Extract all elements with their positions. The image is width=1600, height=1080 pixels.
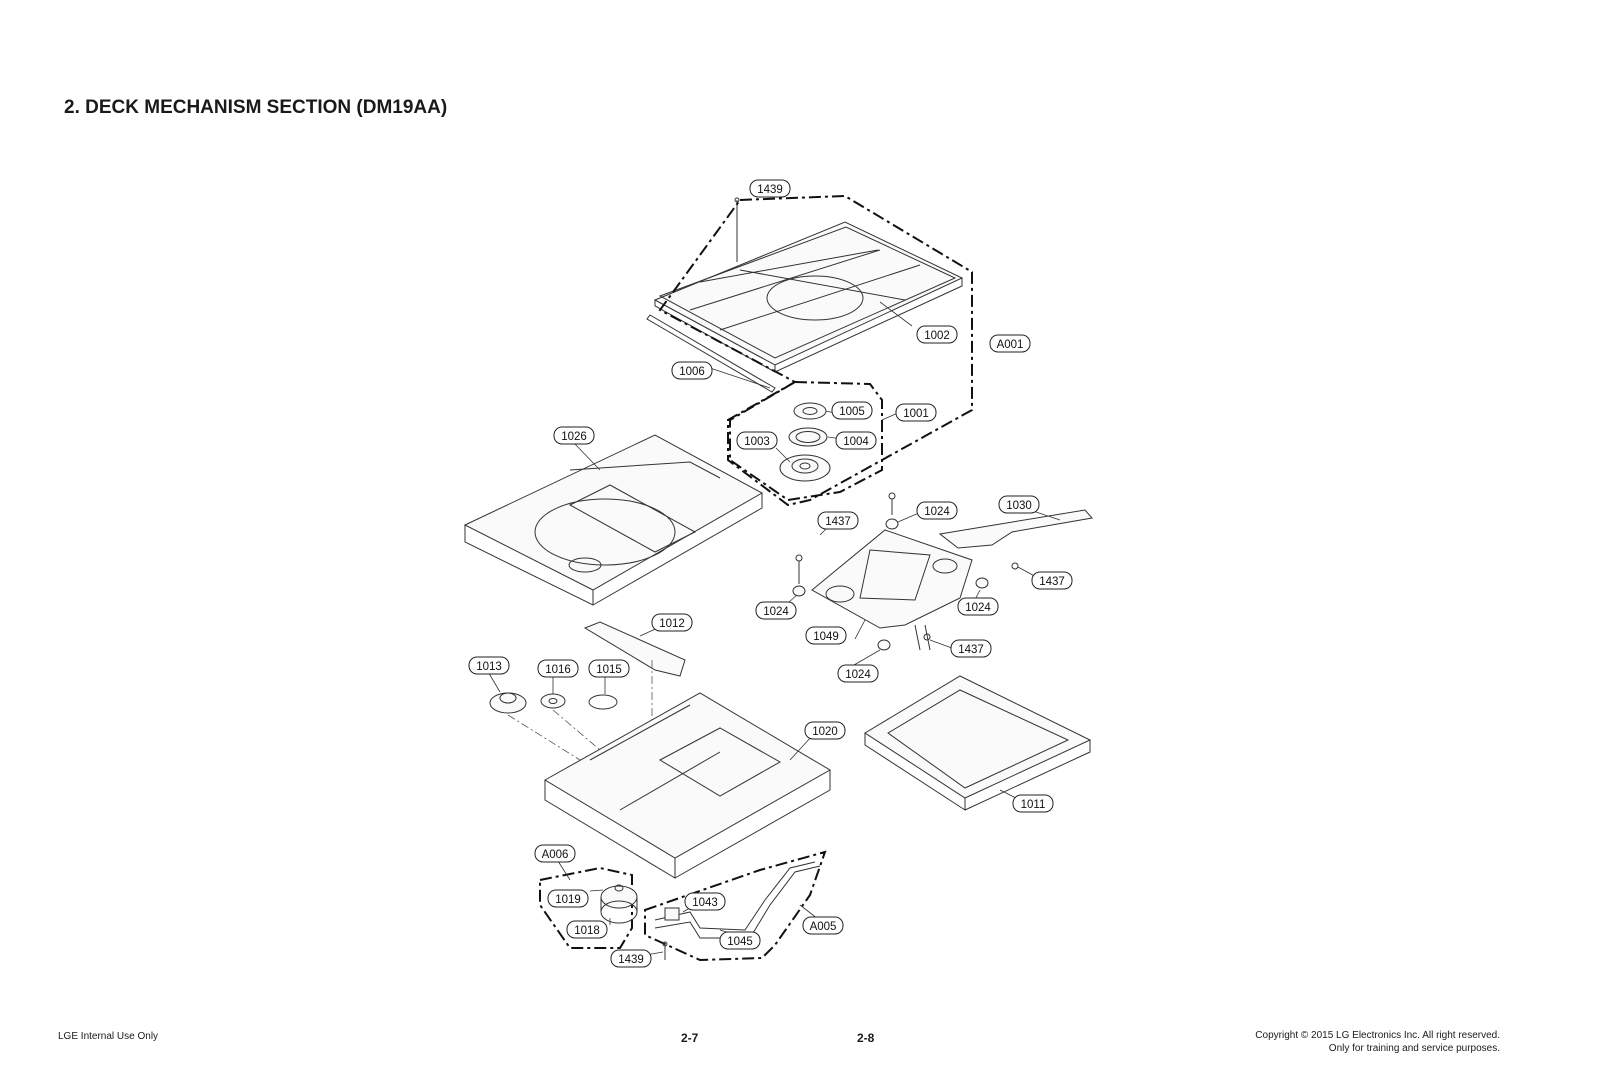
callout-1013: 1013 [468,656,510,675]
callout-1003: 1003 [736,431,778,450]
assembly-line [507,714,581,761]
flat-cable-1030 [938,509,1093,549]
main-frame-1020 [544,692,831,879]
svg-text:1026: 1026 [561,431,587,443]
callout-1043: 1043 [684,892,726,911]
svg-text:1437: 1437 [825,516,851,528]
disc-tray-1026 [463,434,764,606]
belt-1015 [588,694,618,710]
svg-text:1043: 1043 [692,897,718,909]
callout-1045: 1045 [719,931,761,950]
screws-1437 [795,492,1019,641]
callout-1049: 1049 [805,626,847,645]
callout-1024-a: 1024 [916,501,958,520]
callout-1026: 1026 [553,426,595,445]
callout-1437-a: 1437 [817,511,859,530]
svg-text:A001: A001 [997,339,1024,351]
screw-1439-top [734,197,740,262]
svg-text:1002: 1002 [924,330,950,342]
callout-1030: 1030 [998,495,1040,514]
callout-1002: 1002 [916,325,958,344]
svg-text:1015: 1015 [596,664,622,676]
svg-text:1006: 1006 [679,366,705,378]
callout-1024-b: 1024 [755,601,797,620]
svg-text:1437: 1437 [958,644,984,656]
page-title: 2. DECK MECHANISM SECTION (DM19AA) [64,97,448,118]
svg-text:1049: 1049 [813,631,839,643]
svg-text:1003: 1003 [744,436,770,448]
svg-text:A005: A005 [810,921,837,933]
top-cover-1002 [653,221,964,373]
page-number-left: 2-7 [681,1031,699,1045]
svg-text:1012: 1012 [659,618,685,630]
assembly-boundary-a001 [658,194,973,507]
copyright-line-2: Only for training and service purposes. [1328,1043,1500,1054]
callout-1001: 1001 [895,403,937,422]
callout-1004: 1004 [835,431,877,450]
slide-bar-1006 [646,314,776,393]
callout-a001: A001 [989,334,1031,353]
callout-1006: 1006 [671,361,713,380]
switch-board-1043-1045 [654,861,821,939]
callout-1437-b: 1437 [1031,571,1073,590]
svg-text:1018: 1018 [574,925,600,937]
callout-1012: 1012 [651,613,693,632]
svg-text:1001: 1001 [903,408,929,420]
rubber-bushes-1024 [792,518,989,651]
callout-1018: 1018 [566,920,608,939]
copyright-line-1: Copyright © 2015 LG Electronics Inc. All… [1255,1030,1500,1041]
svg-text:1019: 1019 [555,894,581,906]
callout-1019: 1019 [547,889,589,908]
callout-1011: 1011 [1012,794,1054,813]
pulley-1016 [540,693,566,709]
callout-a006: A006 [534,844,576,863]
svg-text:1004: 1004 [843,436,869,448]
callout-1024-c: 1024 [957,597,999,616]
svg-text:1011: 1011 [1021,799,1046,811]
callout-1439-bottom: 1439 [610,949,652,968]
callout-1439-top: 1439 [749,179,791,198]
svg-text:1016: 1016 [545,664,571,676]
traverse-unit-1049 [811,529,973,651]
callout-1024-d: 1024 [837,664,879,683]
svg-text:1024: 1024 [965,602,991,614]
callout-1015: 1015 [588,659,630,678]
svg-text:1013: 1013 [476,661,502,673]
callout-a005: A005 [802,916,844,935]
footer-internal-use: LGE Internal Use Only [58,1031,159,1042]
assembly-boundary-1001 [729,380,883,502]
svg-text:1005: 1005 [839,406,865,418]
svg-text:1024: 1024 [763,606,789,618]
callout-1020: 1020 [804,721,846,740]
svg-text:A006: A006 [542,849,569,861]
gear-1013 [489,692,527,714]
svg-text:1020: 1020 [812,726,838,738]
svg-text:1045: 1045 [727,936,753,948]
svg-text:1437: 1437 [1039,576,1065,588]
svg-text:1024: 1024 [845,669,871,681]
screw-1439-bottom [662,941,668,960]
svg-text:1024: 1024 [924,506,950,518]
svg-text:1439: 1439 [757,184,783,196]
assembly-boundary-a006 [539,866,633,949]
footer-copyright: Copyright © 2015 LG Electronics Inc. All… [1255,1029,1500,1055]
page-number-right: 2-8 [857,1031,875,1045]
callout-1437-c: 1437 [950,639,992,658]
assembly-line [552,709,601,751]
clamper-parts [779,402,831,482]
svg-text:1439: 1439 [618,954,644,966]
svg-text:1030: 1030 [1006,500,1032,512]
motor-1018 [600,884,638,924]
callout-1005: 1005 [831,401,873,420]
base-frame-1011 [864,675,1092,811]
callout-1016: 1016 [537,659,579,678]
